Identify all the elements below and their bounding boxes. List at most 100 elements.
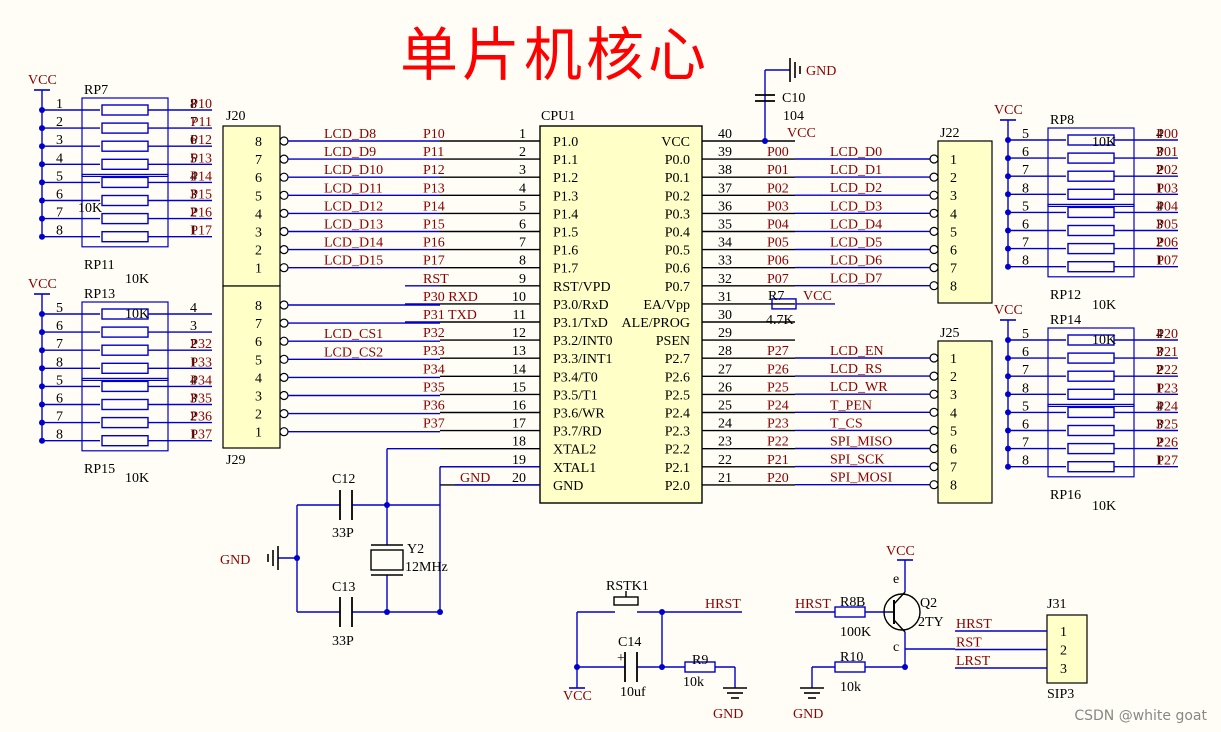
- cpu-pin-number: 31: [718, 290, 732, 305]
- cpu-pin-number: 7: [519, 236, 526, 251]
- junction-dot: [437, 609, 443, 615]
- net-label: P36: [190, 410, 212, 425]
- pack-pin-number: 7: [56, 206, 63, 221]
- pin-terminal: [929, 226, 939, 236]
- cpu-pin-number: 38: [718, 163, 732, 178]
- pack-pin-number: 2: [1156, 163, 1163, 178]
- cpu-pin-number: 29: [718, 326, 732, 341]
- net-label: P05: [1156, 218, 1178, 233]
- cpu-pin-name: P1.0: [553, 135, 578, 150]
- resistor-element: [101, 194, 149, 207]
- net-label: SPI_MISO: [830, 435, 892, 450]
- net-label: P22: [767, 435, 789, 450]
- net-label: P34: [190, 373, 212, 388]
- resistor-element: [1067, 424, 1115, 437]
- pack-pin-number: 6: [56, 392, 63, 407]
- part-value: 10k: [683, 675, 704, 690]
- pin-terminal: [929, 263, 939, 273]
- resistor-pack: [1047, 127, 1135, 208]
- part-value: 104: [783, 109, 804, 124]
- net-label: LCD_D15: [324, 254, 383, 269]
- resistor-pack: [1047, 203, 1135, 278]
- resistor-element: [101, 122, 149, 134]
- part-ref: R10: [840, 650, 863, 665]
- part-value: 10K: [78, 201, 102, 216]
- cpu-pin-name: VCC: [661, 135, 690, 150]
- cpu-pin-name: P3.0/RxD: [553, 298, 609, 313]
- cpu-pin-number: 21: [718, 471, 732, 486]
- pin-terminal: [929, 480, 939, 490]
- net-label: LCD_EN: [830, 344, 884, 359]
- cpu-pin-number: 33: [718, 254, 732, 269]
- pack-pin-number: 5: [1022, 127, 1029, 142]
- cpu-pin-name: PSEN: [656, 334, 690, 349]
- part-value: 33P: [332, 526, 354, 541]
- connector-j20: [222, 125, 281, 287]
- cpu-pin-name: P2.2: [665, 443, 690, 458]
- net-label: P11: [191, 115, 212, 130]
- cpu-pin-number: 11: [513, 308, 526, 323]
- resistor-element: [101, 140, 149, 152]
- gnd-label: GND: [793, 707, 823, 722]
- cpu-pin-name: P0.1: [665, 171, 690, 186]
- part-ref: C14: [618, 635, 641, 650]
- pin-label: e: [893, 572, 899, 587]
- pack-pin-number: 6: [190, 133, 197, 148]
- net-label: P01: [1156, 145, 1178, 160]
- cpu-pin-number: 40: [718, 127, 732, 142]
- connector-pin-number: 6: [950, 244, 957, 259]
- net-label: P02: [767, 181, 789, 196]
- pin-terminal: [279, 372, 289, 382]
- vcc-label: VCC: [886, 544, 915, 559]
- net-label: P12: [190, 133, 212, 148]
- pin-terminal: [929, 154, 939, 164]
- connector-j31: [1046, 614, 1088, 684]
- pin-terminal: [279, 427, 289, 437]
- net-label: P20: [1156, 327, 1178, 342]
- pin-terminal: [929, 462, 939, 472]
- pack-pin-number: 1: [1156, 181, 1163, 196]
- connector-pin-number: 3: [1060, 662, 1067, 677]
- net-label: P10: [423, 127, 445, 142]
- cpu-pin-name: P3.1/TxD: [553, 316, 608, 331]
- resistor-element: [1067, 224, 1115, 237]
- watermark: CSDN @white goat: [1074, 708, 1207, 724]
- connector-pin-number: 5: [950, 424, 957, 439]
- cpu-pin-number: 39: [718, 145, 732, 160]
- pack-pin-number: 1: [1156, 254, 1163, 269]
- net-label: P12: [423, 163, 445, 178]
- gnd-label: GND: [220, 553, 250, 568]
- pack-pin-number: 4: [56, 151, 63, 166]
- net-label: LCD_CS2: [324, 345, 383, 360]
- pin-terminal: [929, 389, 939, 399]
- part-ref: RP11: [84, 258, 115, 273]
- resistor-element: [101, 416, 149, 429]
- part-value: 10K: [1092, 333, 1116, 348]
- pack-pin-number: 7: [1022, 163, 1029, 178]
- resistor-element: [1067, 352, 1115, 364]
- net-label: GND: [460, 471, 490, 486]
- cpu-pin-name: P3.6/WR: [553, 407, 605, 422]
- connector-pin-number: 1: [950, 352, 957, 367]
- pack-pin-number: 2: [1156, 363, 1163, 378]
- part-value: 10K: [1092, 499, 1116, 514]
- cpu-pin-name: GND: [553, 479, 583, 494]
- connector-ref: J29: [226, 453, 245, 468]
- net-label: P32: [190, 337, 212, 352]
- connector-pin-number: 2: [1060, 644, 1067, 659]
- cpu-body: [539, 125, 703, 504]
- net-label: LCD_D0: [830, 145, 882, 160]
- connector-pin-number: 8: [950, 280, 957, 295]
- pin-terminal: [279, 190, 289, 200]
- cpu-pin-number: 9: [519, 272, 526, 287]
- connector-pin-number: 2: [950, 370, 957, 385]
- pack-pin-number: 7: [1022, 363, 1029, 378]
- pack-pin-number: 7: [190, 115, 197, 130]
- cpu-pin-number: 32: [718, 272, 732, 287]
- gnd-label: GND: [713, 707, 743, 722]
- connector-ref: J31: [1047, 597, 1066, 612]
- cpu-pin-name: P1.1: [553, 153, 578, 168]
- net-label: P07: [767, 272, 789, 287]
- net-label: P26: [767, 362, 789, 377]
- connector-pin-number: 5: [950, 225, 957, 240]
